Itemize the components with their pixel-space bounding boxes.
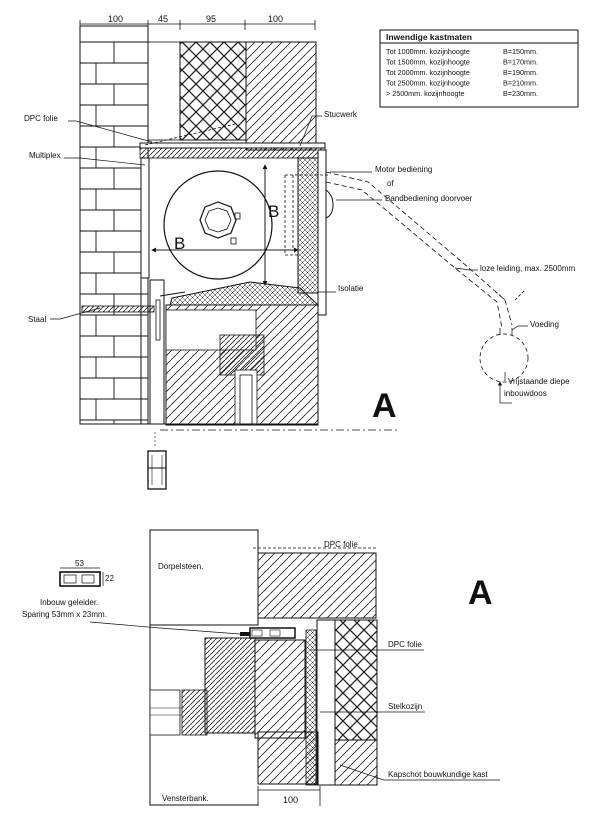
dim-45: 45: [158, 14, 168, 24]
table-title: Inwendige kastmaten: [386, 32, 472, 42]
label-dorpelsteen: Dorpelsteen.: [158, 562, 203, 571]
dim-100-right: 100: [268, 14, 283, 24]
label-kapschot: Kapschot bouwkundige kast: [388, 770, 488, 779]
label-staal: Staal: [28, 315, 46, 324]
label-stucwerk: Stucwerk: [324, 110, 358, 119]
dim-B-horizontal: B: [174, 234, 185, 253]
table-row-value: B=230mm.: [503, 89, 538, 98]
label-inbouw-2: Sparing 53mm x 23mm.: [22, 610, 107, 619]
label-loze-leiding: loze leiding, max. 2500mm: [480, 264, 575, 273]
label-voeding: Voeding: [530, 320, 559, 329]
dim-53: 53: [75, 559, 84, 568]
dim-B-vertical: B: [268, 202, 279, 221]
label-multiplex: Multiplex: [29, 151, 61, 160]
label-dpc-folie-top: DPC folie: [324, 540, 358, 549]
table-row-value: B=170mm.: [503, 58, 538, 67]
table-row-label: Tot 2500mm. kozijnhoogte: [386, 79, 470, 88]
label-motor: Motor bediening: [375, 165, 432, 174]
label-isolatie: Isolatie: [338, 284, 364, 293]
table-row-value: B=150mm.: [503, 47, 538, 56]
dim-100-bottom: 100: [283, 795, 298, 805]
label-dpc-folie: DPC folie: [24, 114, 58, 123]
label-inbouw-1: Inbouw geleider.: [40, 598, 98, 607]
label-of: of: [387, 179, 394, 188]
table-row-value: B=190mm.: [503, 68, 538, 77]
table-row-label: > 2500mm. kozijnhoogte: [386, 89, 465, 98]
label-vrijstaande-2: inbouwdoos: [504, 389, 547, 398]
dim-95: 95: [206, 14, 216, 24]
profile-detail: [147, 432, 167, 490]
section-A-top: A: [372, 387, 397, 425]
label-vensterbank: Vensterbank.: [162, 794, 209, 803]
label-stelkozijn: Stelkozijn: [388, 702, 422, 711]
table-row-label: Tot 1500mm. kozijnhoogte: [386, 58, 470, 67]
bottom-section: 100 53 22 Inbouw geleider. Sparing 53mm …: [22, 529, 500, 806]
kastmaten-table: Inwendige kastmaten Tot 1000mm. kozijnho…: [379, 29, 579, 108]
section-A-bottom: A: [468, 574, 493, 612]
label-band: Bandbediening doorvoer: [385, 194, 473, 203]
label-vrijstaande-1: Vrijstaande diepe: [508, 377, 570, 386]
dim-22: 22: [105, 574, 114, 583]
dim-100-left: 100: [108, 14, 123, 24]
top-section: 100 45 95 100: [24, 14, 579, 490]
table-row-label: Tot 1000mm. kozijnhoogte: [386, 47, 470, 56]
inbouw-geleider-detail: 53 22: [59, 559, 114, 587]
label-dpc-folie-right: DPC folie: [388, 640, 422, 649]
brick-wall: [79, 25, 149, 425]
table-row-label: Tot 2000mm. kozijnhoogte: [386, 68, 470, 77]
table-row-value: B=210mm.: [503, 79, 538, 88]
